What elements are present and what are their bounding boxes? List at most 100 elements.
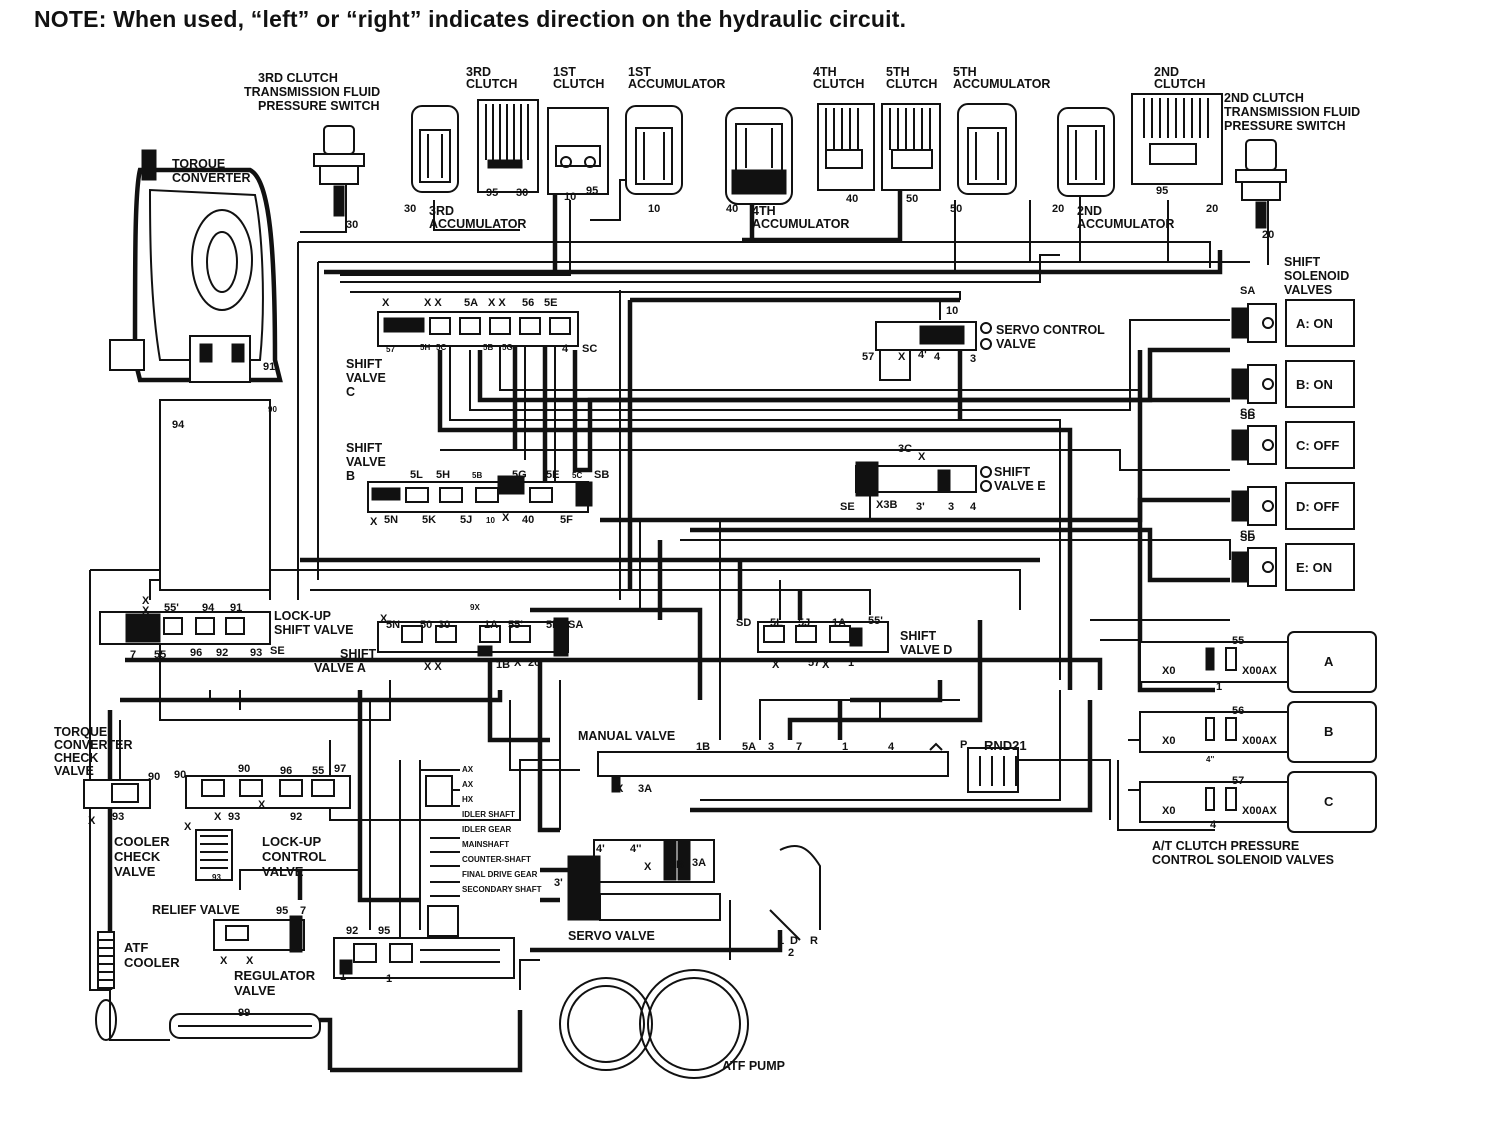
svg-text:X: X: [772, 659, 780, 671]
port-rv-x: X: [220, 955, 228, 967]
solenoid-label: C: OFF: [1296, 438, 1339, 453]
accumulator-5th: [957, 103, 1017, 195]
label-4th-accumulator: 4TH ACCUMULATOR: [752, 204, 849, 231]
label-torque-converter: TORQUE CONVERTER: [172, 157, 250, 185]
solenoid-label: B: ON: [1296, 377, 1333, 392]
shift-valve-c: [377, 311, 579, 347]
ax-label: X00AX: [1242, 805, 1278, 817]
svg-text:5H: 5H: [436, 469, 450, 481]
label-1st-accumulator: 1ST ACCUMULATOR: [628, 65, 725, 91]
clutch-4th: [817, 103, 875, 191]
svg-text:5F: 5F: [546, 619, 559, 631]
svg-text:50: 50: [950, 203, 962, 215]
solenoid-port: SB: [1240, 410, 1255, 422]
solenoid-label: D: OFF: [1296, 499, 1339, 514]
lockup-shift-valve: [99, 611, 271, 645]
port-tc-x: X: [88, 815, 96, 827]
label-at-clutch-solenoids: A/T CLUTCH PRESSURE CONTROL SOLENOID VAL…: [1152, 839, 1334, 867]
port-94: 94: [172, 419, 185, 431]
svg-text:X X: X X: [424, 661, 442, 673]
shaft-label: HX: [462, 795, 474, 804]
svg-text:3: 3: [948, 501, 954, 513]
svg-text:50: 50: [906, 193, 918, 205]
label-shift-solenoids: SHIFT SOLENOID VALVES: [1284, 255, 1353, 297]
clutch-3rd: [477, 99, 539, 193]
shift-valve-c-ports: X X X 5A X X 56 5E 57 5H 5C 5B 5G 4 SC: [382, 297, 597, 355]
shaft-label: AX: [462, 780, 474, 789]
shift-valve-d-ports: SD 5L 5J 1A 55' X 57 X 1: [736, 615, 883, 671]
svg-text:20: 20: [1206, 203, 1218, 215]
svg-text:20: 20: [1052, 203, 1064, 215]
svg-text:5F: 5F: [560, 514, 573, 526]
solenoid-port: SA: [1240, 285, 1255, 297]
label-shift-valve-c: SHIFT VALVE C: [346, 357, 389, 399]
svg-text:20: 20: [528, 657, 540, 669]
shift-valve-a: [377, 617, 569, 657]
svg-text:4: 4: [970, 501, 977, 513]
atf-pump: [559, 969, 749, 1079]
svg-text:40: 40: [522, 514, 534, 526]
label-4th-clutch: 4TH CLUTCH: [813, 65, 864, 91]
svg-text:96: 96: [190, 647, 202, 659]
svg-text:4'': 4'': [630, 843, 642, 855]
port-tc-90: 90: [148, 771, 160, 783]
regulator-valve: [169, 905, 515, 1039]
svg-text:95: 95: [586, 185, 598, 197]
svg-text:X: X: [616, 783, 624, 795]
svg-text:X: X: [214, 811, 222, 823]
svg-text:X: X: [644, 861, 652, 873]
x-label: X0: [1162, 805, 1175, 817]
svg-text:SC: SC: [582, 343, 597, 355]
svg-text:1: 1: [778, 935, 784, 947]
svg-text:D: D: [790, 935, 798, 947]
svg-text:9X: 9X: [470, 603, 480, 612]
label-cooler-check: COOLER CHECK VALVE: [114, 834, 173, 879]
svg-text:4': 4': [918, 349, 927, 361]
pressure-solenoid-port: 55: [1232, 635, 1244, 647]
label-3rd-accumulator: 3RD ACCUMULATOR: [429, 204, 526, 231]
label-1st-clutch: 1ST CLUTCH: [553, 65, 604, 91]
svg-text:P: P: [960, 739, 967, 751]
svg-text:5E: 5E: [546, 469, 559, 481]
port-pc-4pp: 4'': [1206, 755, 1214, 764]
label-servo-control: SERVO CONTROL VALVE: [996, 323, 1108, 351]
svg-text:SB: SB: [594, 469, 609, 481]
svg-text:5C: 5C: [572, 471, 582, 480]
port-tc-93: 93: [112, 811, 124, 823]
pressure-switch-3rd: [313, 125, 365, 217]
svg-text:96: 96: [280, 765, 292, 777]
svg-text:10: 10: [648, 203, 660, 215]
svg-text:4: 4: [562, 343, 569, 355]
label-shift-valve-b: SHIFT VALVE B: [346, 441, 389, 483]
lockup-shift-ports: X X 55' 94 91 7 55 96 92 93 SE: [130, 595, 285, 661]
solenoid-port: SE: [1240, 529, 1255, 541]
label-shift-valve-e: SHIFT VALVE E: [994, 465, 1046, 493]
svg-text:X: X: [502, 512, 510, 524]
svg-text:93: 93: [228, 811, 240, 823]
port-rv-x2: X: [246, 955, 254, 967]
clutch-1st: [547, 107, 609, 195]
label-shift-valve-d: SHIFT VALVE D: [900, 629, 952, 657]
svg-text:1A: 1A: [484, 619, 498, 631]
svg-text:5K: 5K: [422, 514, 436, 526]
svg-text:5H: 5H: [420, 343, 430, 352]
label-relief-valve: RELIEF VALVE: [152, 903, 240, 917]
label-servo-valve: SERVO VALVE: [568, 929, 655, 943]
shift-valve-b-ports: 5L 5H 5B 5G 5E 5C SB X 5N 5K 5J 10 X 40 …: [370, 469, 609, 528]
shaft-legend: [419, 760, 460, 930]
label-regulator: REGULATOR VALVE: [234, 968, 319, 998]
solenoid-port: SD: [1240, 532, 1255, 544]
svg-text:RND21: RND21: [984, 738, 1027, 753]
svg-text:30: 30: [438, 619, 450, 631]
solenoid-label: A: ON: [1296, 316, 1333, 331]
label-atf-cooler: ATF COOLER: [124, 940, 180, 970]
accumulator-3rd: [411, 105, 459, 193]
svg-text:5J: 5J: [798, 617, 810, 629]
svg-text:X: X: [514, 657, 522, 669]
svg-text:40: 40: [846, 193, 858, 205]
shaft-label: COUNTER-SHAFT: [462, 855, 531, 864]
svg-text:3': 3': [916, 501, 925, 513]
svg-text:X3B: X3B: [876, 499, 897, 511]
torque-converter-check-valve: [83, 779, 151, 809]
